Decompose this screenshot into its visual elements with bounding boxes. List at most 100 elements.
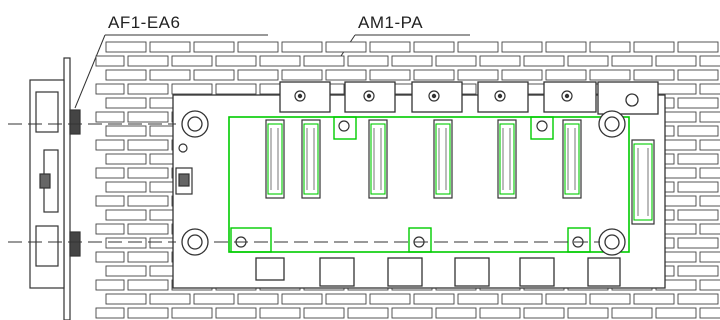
panel-brick xyxy=(457,41,499,53)
panel-brick xyxy=(127,83,169,95)
panel-brick xyxy=(127,251,169,263)
panel-brick xyxy=(105,97,147,109)
panel-brick xyxy=(435,307,477,319)
slot-screw-tabs xyxy=(230,116,591,253)
panel-brick xyxy=(281,293,323,305)
panel-brick xyxy=(677,265,719,277)
panel-brick xyxy=(391,307,433,319)
panel-brick xyxy=(303,307,345,319)
panel-brick xyxy=(95,139,125,151)
panel-brick xyxy=(677,69,719,81)
panel-brick xyxy=(149,41,191,53)
panel-brick xyxy=(127,111,169,123)
panel-brick xyxy=(655,83,697,95)
center-lines xyxy=(8,123,600,243)
side-view-af1-ea6 xyxy=(29,57,81,320)
panel-brick xyxy=(237,41,279,53)
panel-brick xyxy=(523,55,565,67)
panel-brick xyxy=(633,41,675,53)
panel-brick xyxy=(413,41,455,53)
panel-brick xyxy=(127,223,169,235)
panel-brick xyxy=(413,293,455,305)
panel-brick xyxy=(193,69,235,81)
panel-brick xyxy=(633,69,675,81)
panel-brick xyxy=(95,251,125,263)
panel-brick xyxy=(457,69,499,81)
panel-brick xyxy=(501,69,543,81)
panel-brick xyxy=(479,307,521,319)
panel-brick xyxy=(699,307,720,319)
panel-brick xyxy=(567,55,609,67)
panel-brick xyxy=(325,41,367,53)
panel-brick xyxy=(699,111,720,123)
label-af1-ea6: AF1-EA6 xyxy=(108,13,180,32)
panel-brick xyxy=(589,69,631,81)
mounting-holes xyxy=(181,93,639,256)
panel-brick xyxy=(259,307,301,319)
panel-brick xyxy=(699,251,720,263)
panel-brick xyxy=(215,307,257,319)
panel-brick xyxy=(677,41,719,53)
panel-brick xyxy=(105,181,147,193)
panel-brick xyxy=(95,307,125,319)
panel-brick xyxy=(677,125,719,137)
panel-brick xyxy=(171,307,213,319)
panel-brick xyxy=(501,41,543,53)
panel-brick xyxy=(347,307,389,319)
panel-brick xyxy=(193,41,235,53)
panel-brick xyxy=(105,41,147,53)
panel-brick xyxy=(611,307,653,319)
panel-brick xyxy=(677,153,719,165)
panel-brick xyxy=(127,307,169,319)
panel-brick xyxy=(259,55,301,67)
panel-brick xyxy=(501,293,543,305)
power-terminal xyxy=(175,167,193,195)
panel-brick xyxy=(105,153,147,165)
panel-brick xyxy=(105,125,147,137)
panel-brick xyxy=(655,307,697,319)
panel-brick xyxy=(699,139,720,151)
panel-brick xyxy=(95,279,125,291)
panel-brick xyxy=(95,195,125,207)
panel-brick xyxy=(105,265,147,277)
panel-brick xyxy=(95,83,125,95)
panel-brick xyxy=(127,55,169,67)
panel-brick xyxy=(589,293,631,305)
panel-brick xyxy=(699,167,720,179)
panel-brick xyxy=(303,55,345,67)
panel-brick xyxy=(171,55,213,67)
connector-slot-hatching xyxy=(270,128,649,216)
panel-brick xyxy=(633,293,675,305)
panel-brick xyxy=(655,55,697,67)
panel-brick xyxy=(237,69,279,81)
panel-brick xyxy=(281,69,323,81)
panel-brick xyxy=(545,41,587,53)
panel-brick xyxy=(435,55,477,67)
panel-brick xyxy=(149,69,191,81)
panel-brick xyxy=(545,69,587,81)
panel-brick xyxy=(95,223,125,235)
panel-brick xyxy=(545,293,587,305)
panel-brick xyxy=(457,293,499,305)
panel-brick xyxy=(677,209,719,221)
panel-brick xyxy=(127,279,169,291)
panel-brick xyxy=(171,83,213,95)
panel-brick xyxy=(523,307,565,319)
connector-slot-pins xyxy=(267,123,653,221)
panel-brick xyxy=(677,237,719,249)
panel-brick xyxy=(105,293,147,305)
panel-brick xyxy=(699,55,720,67)
panel-brick xyxy=(149,293,191,305)
panel-brick xyxy=(677,293,719,305)
panel-brick xyxy=(105,69,147,81)
panel-brick xyxy=(215,83,257,95)
panel-brick xyxy=(127,139,169,151)
panel-brick xyxy=(347,55,389,67)
panel-brick xyxy=(479,55,521,67)
panel-brick xyxy=(369,69,411,81)
panel-brick xyxy=(95,167,125,179)
panel-brick xyxy=(611,55,653,67)
panel-brick xyxy=(699,223,720,235)
panel-brick xyxy=(127,167,169,179)
panel-brick xyxy=(127,195,169,207)
